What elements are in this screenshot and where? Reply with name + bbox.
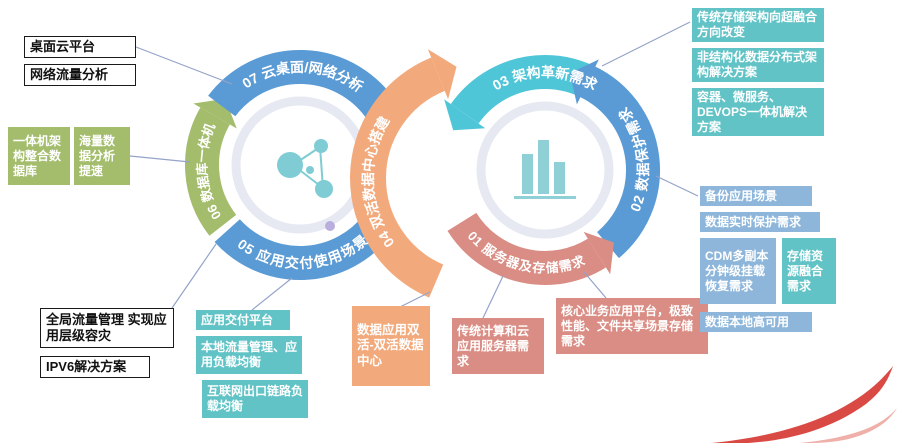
connector-line bbox=[135, 46, 233, 85]
label-unstructured-distributed: 非结构化数据分布式架构解决方案 bbox=[692, 48, 824, 82]
connector-line bbox=[583, 271, 607, 299]
label-active-active-dc: 数据应用双活-双活数据中心 bbox=[352, 306, 430, 386]
label-desktop-cloud: 桌面云平台 bbox=[24, 36, 136, 58]
label-backup-scenario: 备份应用场景 bbox=[700, 186, 812, 206]
red-swoosh-decoration bbox=[712, 366, 897, 443]
label-massive-data: 海量数据分析提速 bbox=[74, 127, 130, 185]
bar-chart-icon bbox=[514, 140, 576, 199]
label-storage-fusion: 存储资源融合需求 bbox=[782, 238, 836, 304]
molecule-icon bbox=[277, 139, 333, 198]
arc-02-data-protection bbox=[579, 66, 660, 259]
swoosh-light bbox=[800, 408, 897, 443]
label-hyperconverged: 传统存储架构向超融合方向改变 bbox=[692, 8, 824, 42]
label-local-ha: 数据本地高可用 bbox=[700, 312, 812, 332]
label-container-devops: 容器、微服务、DEVOPS一体机解决方案 bbox=[692, 88, 824, 136]
label-internet-link-lb: 互联网出口链路负载均衡 bbox=[202, 380, 308, 418]
label-traditional-cloud-server: 传统计算和云应用服务器需求 bbox=[452, 318, 544, 374]
arc-03-arrowhead-icon bbox=[444, 99, 486, 131]
purple-dot-decoration bbox=[325, 221, 335, 231]
label-realtime-protection: 数据实时保护需求 bbox=[700, 212, 820, 232]
arc-02-arrowhead-icon bbox=[569, 59, 599, 105]
label-core-business-storage: 核心业务应用平台，极致性能、文件共享场景存储需求 bbox=[556, 298, 708, 354]
connector-line bbox=[251, 277, 293, 311]
label-global-traffic: 全局流量管理 实现应用层级容灾 bbox=[40, 308, 174, 348]
arc-01-server-storage bbox=[447, 212, 606, 285]
label-local-lb: 本地流量管理、应用负载均衡 bbox=[196, 336, 302, 374]
label-app-delivery: 应用交付平台 bbox=[196, 310, 290, 330]
label-ipv6: IPV6解决方案 bbox=[40, 356, 150, 378]
arc-05-app-delivery bbox=[214, 214, 391, 280]
connector-line bbox=[171, 243, 217, 309]
connector-line bbox=[399, 291, 431, 308]
label-cdm-recovery: CDM多副本分钟级挂载恢复需求 bbox=[700, 238, 776, 304]
arc-06-database-appliance bbox=[185, 107, 237, 236]
label-aio-architecture: 一体机架构整合数据库 bbox=[8, 127, 70, 185]
connector-line bbox=[129, 155, 191, 163]
connector-line bbox=[482, 275, 504, 319]
connector-line bbox=[655, 175, 699, 197]
arc-04-active-active-dc bbox=[350, 57, 446, 298]
arc-01-arrowhead-icon bbox=[583, 231, 614, 275]
label-network-traffic: 网络流量分析 bbox=[24, 64, 136, 86]
arc-04-arrowhead-icon bbox=[427, 49, 457, 100]
arc-07-cloud-desktop bbox=[208, 49, 397, 122]
swoosh-main bbox=[712, 366, 893, 443]
connector-line bbox=[601, 21, 691, 67]
connector-lines bbox=[129, 21, 699, 319]
